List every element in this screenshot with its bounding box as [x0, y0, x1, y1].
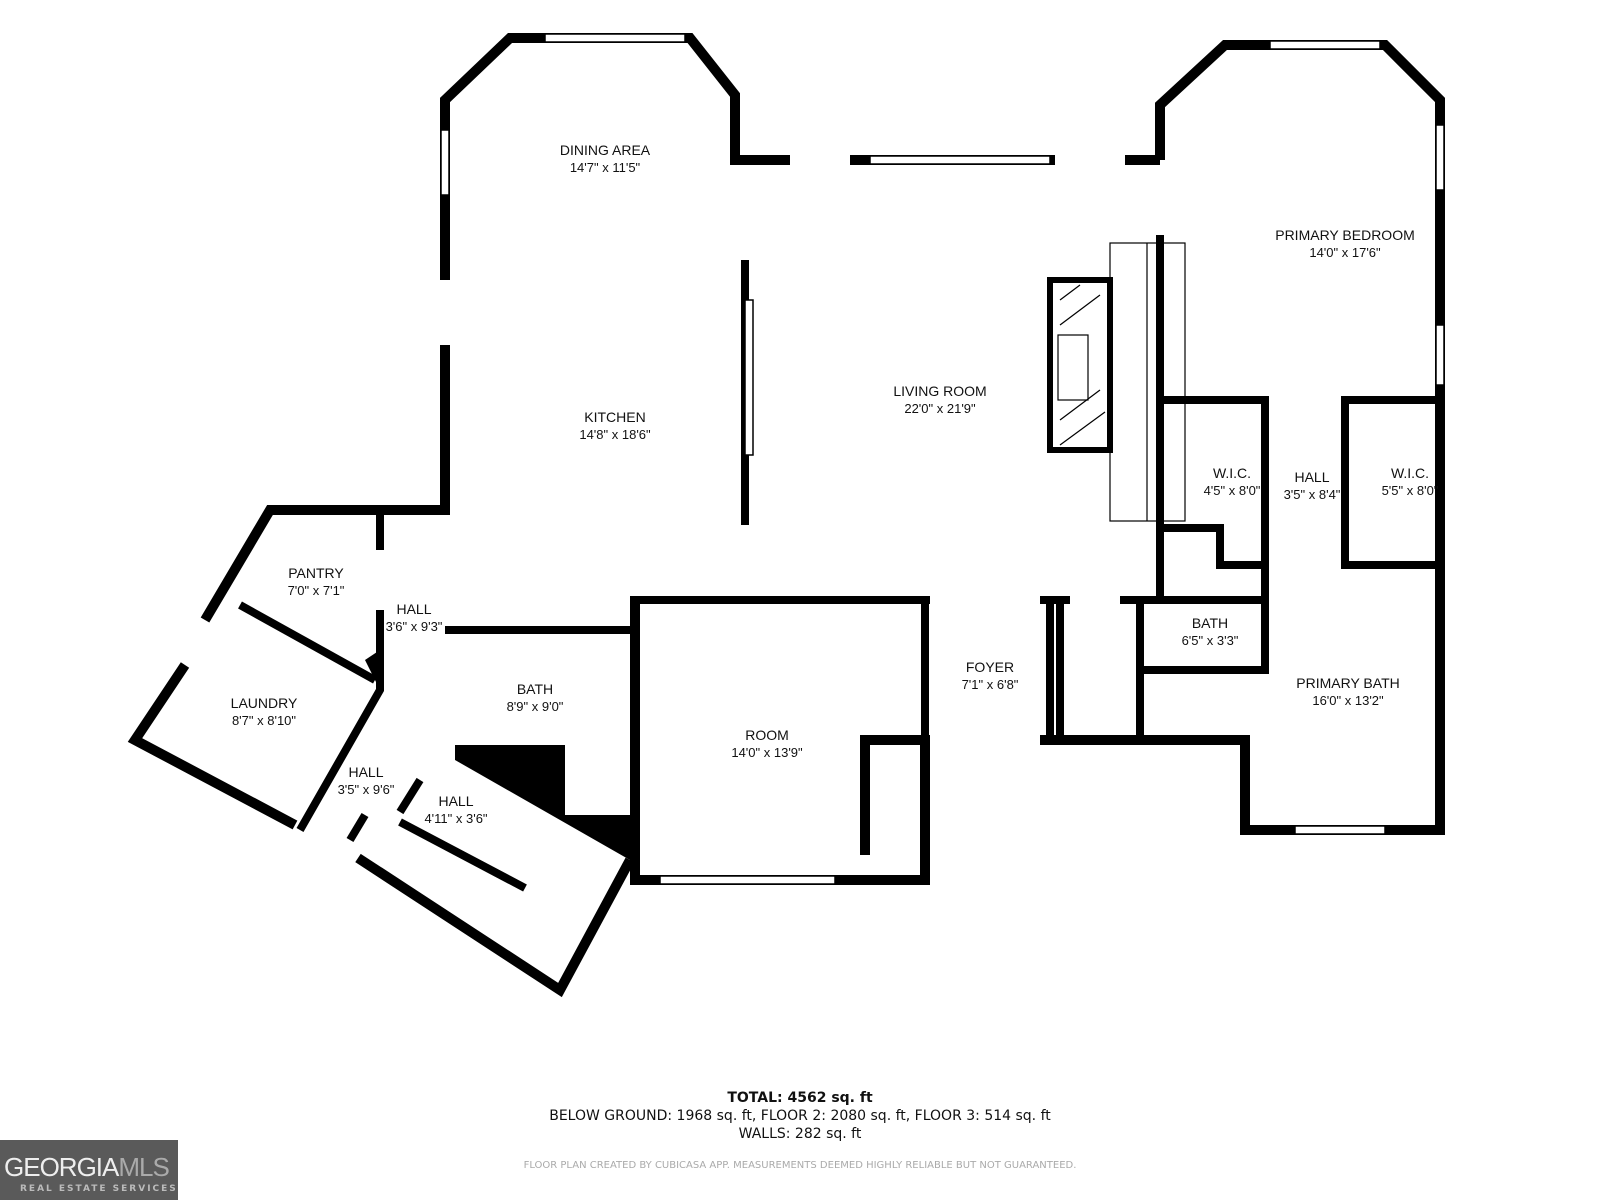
logo-tagline: REAL ESTATE SERVICES — [20, 1184, 178, 1194]
room-dim: 14'0" x 13'9" — [731, 745, 803, 760]
room-name: DINING AREA — [560, 142, 651, 158]
room-name: HALL — [348, 764, 383, 780]
room-dim: 14'0" x 17'6" — [1309, 245, 1381, 260]
room-labels: DINING AREA 14'7" x 11'5" KITCHEN 14'8" … — [231, 142, 1439, 826]
room-name: W.I.C. — [1391, 465, 1429, 481]
room-name: ROOM — [745, 727, 789, 743]
room-dim: 7'0" x 7'1" — [288, 583, 345, 598]
room-name: BATH — [517, 681, 553, 697]
room-name: HALL — [1294, 469, 1329, 485]
room-dim: 22'0" x 21'9" — [904, 401, 976, 416]
total-area: TOTAL: 4562 sq. ft — [727, 1090, 873, 1106]
room-name: HALL — [438, 793, 473, 809]
room-dim: 6'5" x 3'3" — [1182, 633, 1239, 648]
room-name: W.I.C. — [1213, 465, 1251, 481]
room-name: LIVING ROOM — [893, 383, 986, 399]
room-dim: 7'1" x 6'8" — [962, 677, 1019, 692]
room-dim: 14'7" x 11'5" — [570, 160, 641, 175]
logo-text: GEORGIA — [4, 1152, 119, 1182]
room-name: HALL — [396, 601, 431, 617]
room-dim: 3'5" x 8'4" — [1284, 487, 1341, 502]
room-name: BATH — [1192, 615, 1228, 631]
room-dim: 16'0" x 13'2" — [1312, 693, 1384, 708]
floor-areas: BELOW GROUND: 1968 sq. ft, FLOOR 2: 2080… — [549, 1108, 1051, 1124]
room-name: LAUNDRY — [231, 695, 298, 711]
room-dim: 8'7" x 8'10" — [232, 713, 296, 728]
walls — [127, 33, 1445, 998]
walls-area: WALLS: 282 sq. ft — [738, 1126, 862, 1142]
room-name: PRIMARY BEDROOM — [1275, 227, 1415, 243]
georgia-mls-logo: GEORGIAMLS REAL ESTATE SERVICES — [0, 1140, 178, 1200]
room-dim: 3'5" x 9'6" — [338, 782, 395, 797]
logo-accent: MLS — [118, 1152, 169, 1182]
room-dim: 3'6" x 9'3" — [386, 619, 443, 634]
room-dim: 5'5" x 8'0" — [1382, 483, 1439, 498]
room-dim: 8'9" x 9'0" — [507, 699, 564, 714]
room-name: PANTRY — [288, 565, 344, 581]
room-dim: 4'5" x 8'0" — [1204, 483, 1261, 498]
room-name: FOYER — [966, 659, 1014, 675]
room-name: PRIMARY BATH — [1296, 675, 1399, 691]
room-dim: 14'8" x 18'6" — [579, 427, 651, 442]
room-dim: 4'11" x 3'6" — [424, 811, 487, 826]
room-name: KITCHEN — [584, 409, 645, 425]
windows — [440, 33, 1445, 885]
disclaimer: FLOOR PLAN CREATED BY CUBICASA APP. MEAS… — [523, 1160, 1077, 1171]
